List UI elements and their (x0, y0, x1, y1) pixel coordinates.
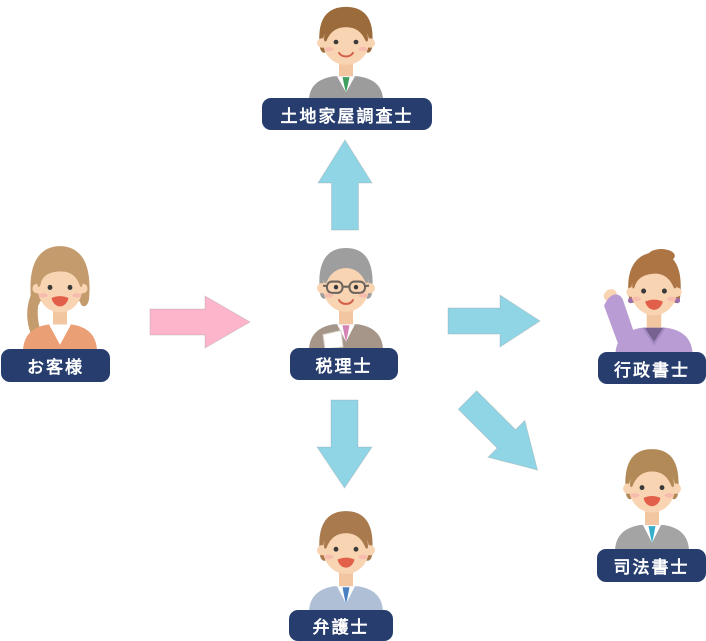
mouth (643, 496, 661, 507)
blush (630, 493, 674, 498)
inner-shirt (643, 327, 665, 344)
mouth (645, 299, 663, 310)
customer-avatar (23, 246, 97, 350)
eyes (333, 39, 359, 45)
label-lawyer: 弁護士 (289, 610, 393, 641)
arrow-tax-accountant-to-lawyer-icon (316, 399, 373, 489)
hair-fringe (324, 254, 368, 284)
hair-fringe (630, 457, 674, 488)
hair-fringe (37, 255, 83, 287)
tie (648, 526, 656, 543)
lawyer-avatar (309, 511, 383, 611)
eyes (333, 546, 359, 552)
eyes (639, 485, 665, 491)
hair-fringe (324, 519, 368, 549)
eyes (333, 284, 359, 290)
label-judicial-scrivener: 司法書士 (597, 549, 706, 582)
face (631, 266, 677, 316)
tie (342, 77, 350, 93)
blush (324, 293, 368, 298)
land-surveyor-avatar (309, 6, 383, 99)
blush (324, 554, 368, 560)
judicial-scrivener-avatar (615, 449, 689, 550)
face (629, 462, 675, 513)
label-customer: お客様 (1, 349, 110, 382)
label-administrative-scrivener: 行政書士 (598, 352, 706, 384)
mouth (337, 557, 355, 568)
face (37, 262, 83, 313)
hair-fringe (632, 259, 677, 289)
blush (631, 296, 677, 302)
blush (38, 293, 82, 298)
eyes (641, 288, 667, 294)
tie (342, 325, 350, 342)
hair-fringe (324, 14, 368, 42)
document-paper (322, 329, 344, 350)
tie (342, 587, 350, 604)
arrow-tax-accountant-to-land-surveyor-icon (317, 139, 373, 231)
blush (324, 47, 368, 52)
hair-bun (647, 249, 675, 263)
blouse (49, 324, 71, 345)
eyes (47, 284, 73, 291)
administrative-scrivener-avatar (603, 249, 693, 353)
tax-accountant-avatar (309, 248, 383, 350)
face (323, 19, 369, 65)
face (323, 524, 369, 574)
label-tax-accountant: 税理士 (290, 348, 398, 380)
mouth (51, 296, 69, 307)
arrow-tax-accountant-to-administrative-scrivener-icon (447, 294, 541, 348)
lapel (642, 327, 666, 346)
mouth (338, 51, 354, 58)
mouth (338, 299, 354, 305)
label-land-surveyor: 土地家屋調査士 (262, 98, 432, 130)
arrow-tax-accountant-to-judicial-scrivener-icon (457, 390, 539, 471)
arrow-customer-to-tax-accountant-icon (149, 295, 251, 349)
glasses-icon (322, 280, 370, 294)
